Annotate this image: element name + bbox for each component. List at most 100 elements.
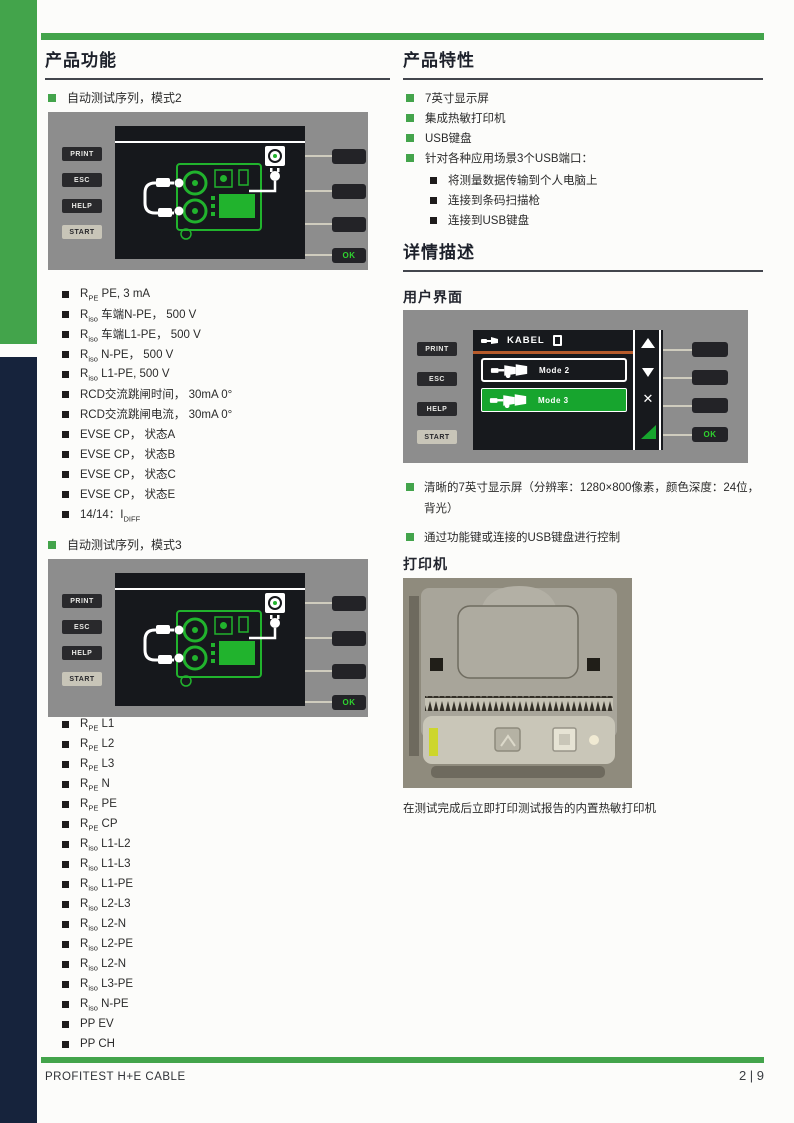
test-sequence-item: RPE PE bbox=[62, 794, 133, 814]
subsection-title-user-interface: 用户界面 bbox=[403, 289, 463, 305]
wiring-schematic-graphic bbox=[115, 141, 305, 240]
test-sequence-item: Riso N-PE bbox=[62, 994, 133, 1014]
test-sequence-item: RPE L1 bbox=[62, 714, 133, 734]
softkey-strip-line bbox=[633, 330, 635, 450]
item-label: EVSE CP， 状态A bbox=[80, 429, 176, 441]
square-bullet-icon bbox=[62, 760, 69, 768]
softkey-image bbox=[332, 184, 366, 199]
square-bullet-icon bbox=[430, 216, 437, 224]
item-label: 连接到条码扫描枪 bbox=[448, 195, 540, 207]
test-sequence-item: Riso L2-PE bbox=[62, 934, 133, 954]
softkey-image bbox=[332, 631, 366, 646]
item-label: 针对各种应用场景3个USB端口： bbox=[425, 153, 594, 165]
cable-icon bbox=[481, 337, 498, 344]
square-bullet-icon bbox=[62, 780, 69, 788]
square-bullet-icon bbox=[62, 390, 69, 398]
square-bullet-icon bbox=[62, 470, 69, 478]
test-sequence-item: RPE PE, 3 mA bbox=[62, 284, 232, 304]
close-icon: ✕ bbox=[642, 391, 654, 406]
menu-item-mode2: Mode 2 bbox=[481, 358, 627, 382]
mode2-bullet-row: 自动测试序列，模式2 bbox=[48, 89, 182, 106]
cable-icon bbox=[489, 394, 527, 408]
softkey-image bbox=[332, 149, 366, 164]
item-label: Riso L1-PE bbox=[80, 878, 134, 893]
square-bullet-icon bbox=[62, 740, 69, 748]
softkey-connector-line bbox=[305, 602, 332, 604]
item-label: Riso L2-N bbox=[80, 958, 127, 973]
softkey-connector-line bbox=[663, 349, 692, 351]
left-accent-bar-green bbox=[0, 0, 37, 344]
menu-item-mode3-selected: Mode 3 bbox=[481, 388, 627, 412]
square-bullet-icon bbox=[62, 940, 69, 948]
test-sequence-item: 针对各种应用场景3个USB端口： bbox=[406, 148, 593, 168]
softkey-image bbox=[692, 370, 728, 385]
test-sequence-item: Riso N-PE， 500 V bbox=[62, 344, 232, 364]
square-bullet-icon bbox=[62, 430, 69, 438]
square-bullet-icon bbox=[62, 980, 69, 988]
ok-softkey-image: OK bbox=[692, 427, 728, 442]
square-bullet-icon bbox=[62, 510, 69, 518]
square-bullet-icon bbox=[62, 880, 69, 888]
confirm-triangle-icon bbox=[638, 425, 658, 439]
footer-accent-bar bbox=[41, 1057, 764, 1063]
square-bullet-icon bbox=[430, 176, 437, 184]
square-bullet-icon bbox=[406, 134, 414, 142]
menu-screen-image: KABEL Mode 2 bbox=[473, 330, 663, 450]
square-bullet-icon bbox=[62, 900, 69, 908]
item-label: Riso L2-N bbox=[80, 918, 127, 933]
mode2-menu-label: Mode 2 bbox=[539, 365, 570, 375]
print-key-image: PRINT bbox=[62, 594, 102, 608]
item-label: RPE PE, 3 mA bbox=[80, 288, 151, 303]
test-sequence-item: 连接到USB键盘 bbox=[430, 210, 598, 230]
square-bullet-icon bbox=[62, 350, 69, 358]
user-interface-photo: PRINT ESC HELP START KABEL bbox=[403, 310, 748, 463]
device-screen-image bbox=[115, 573, 305, 706]
usb-sub-features-list: 将测量数据传输到个人电脑上连接到条码扫描枪连接到USB键盘 bbox=[430, 170, 598, 230]
test-sequence-item: RPE L2 bbox=[62, 734, 133, 754]
test-sequence-item: Riso L2-N bbox=[62, 914, 133, 934]
square-bullet-icon bbox=[62, 370, 69, 378]
item-label: PP CH bbox=[80, 1038, 115, 1050]
item-label: 7英寸显示屏 bbox=[425, 93, 489, 105]
square-bullet-icon bbox=[62, 290, 69, 298]
mode2-bullet-label: 自动测试序列，模式2 bbox=[67, 91, 182, 105]
device-panel-image: PRINT ESC HELP START bbox=[48, 112, 368, 270]
test-sequence-item: 集成热敏打印机 bbox=[406, 108, 593, 128]
test-sequence-item: Riso L2-N bbox=[62, 954, 133, 974]
square-bullet-icon bbox=[62, 920, 69, 928]
print-key-image: PRINT bbox=[62, 147, 102, 161]
softkey-image bbox=[692, 342, 728, 357]
softkey-connector-line bbox=[305, 155, 332, 157]
square-bullet-icon bbox=[406, 114, 414, 122]
section-title-details: 详情描述 bbox=[403, 238, 763, 272]
item-label: RPE L3 bbox=[80, 758, 115, 773]
test-sequence-item: PP CH bbox=[62, 1034, 133, 1054]
item-label: RPE CP bbox=[80, 818, 118, 833]
item-label: EVSE CP， 状态C bbox=[80, 469, 176, 481]
square-bullet-icon bbox=[406, 94, 414, 102]
mode3-bullet-row: 自动测试序列，模式3 bbox=[48, 536, 182, 553]
item-label: PP EV bbox=[80, 1018, 114, 1030]
test-sequence-item: Riso L1-PE, 500 V bbox=[62, 364, 232, 384]
test-sequence-item: Riso 车端N-PE， 500 V bbox=[62, 304, 232, 324]
test-sequence-item: RPE L3 bbox=[62, 754, 133, 774]
cable-icon bbox=[490, 364, 528, 378]
softkey-image bbox=[332, 664, 366, 679]
item-label: USB键盘 bbox=[425, 133, 472, 145]
softkey-connector-line bbox=[305, 190, 332, 192]
square-bullet-icon bbox=[62, 310, 69, 318]
softkey-connector-line bbox=[305, 701, 332, 703]
footer-product-name: PROFITEST H+E CABLE bbox=[45, 1071, 186, 1083]
test-sequence-item: 14/14：IDIFF bbox=[62, 504, 232, 524]
device-panel-image: PRINT ESC HELP START bbox=[48, 559, 368, 717]
mode3-menu-label: Mode 3 bbox=[538, 395, 569, 405]
test-sequence-item: PP EV bbox=[62, 1014, 133, 1034]
square-bullet-icon bbox=[62, 800, 69, 808]
item-label: Riso 车端L1-PE， 500 V bbox=[80, 329, 201, 344]
section-title-product-functions: 产品功能 bbox=[45, 46, 390, 80]
item-label: 14/14：IDIFF bbox=[80, 509, 141, 524]
test-sequence-item: Riso L1-L3 bbox=[62, 854, 133, 874]
ok-label: OK bbox=[703, 430, 717, 439]
test-sequence-item: EVSE CP， 状态E bbox=[62, 484, 232, 504]
square-bullet-icon bbox=[62, 860, 69, 868]
